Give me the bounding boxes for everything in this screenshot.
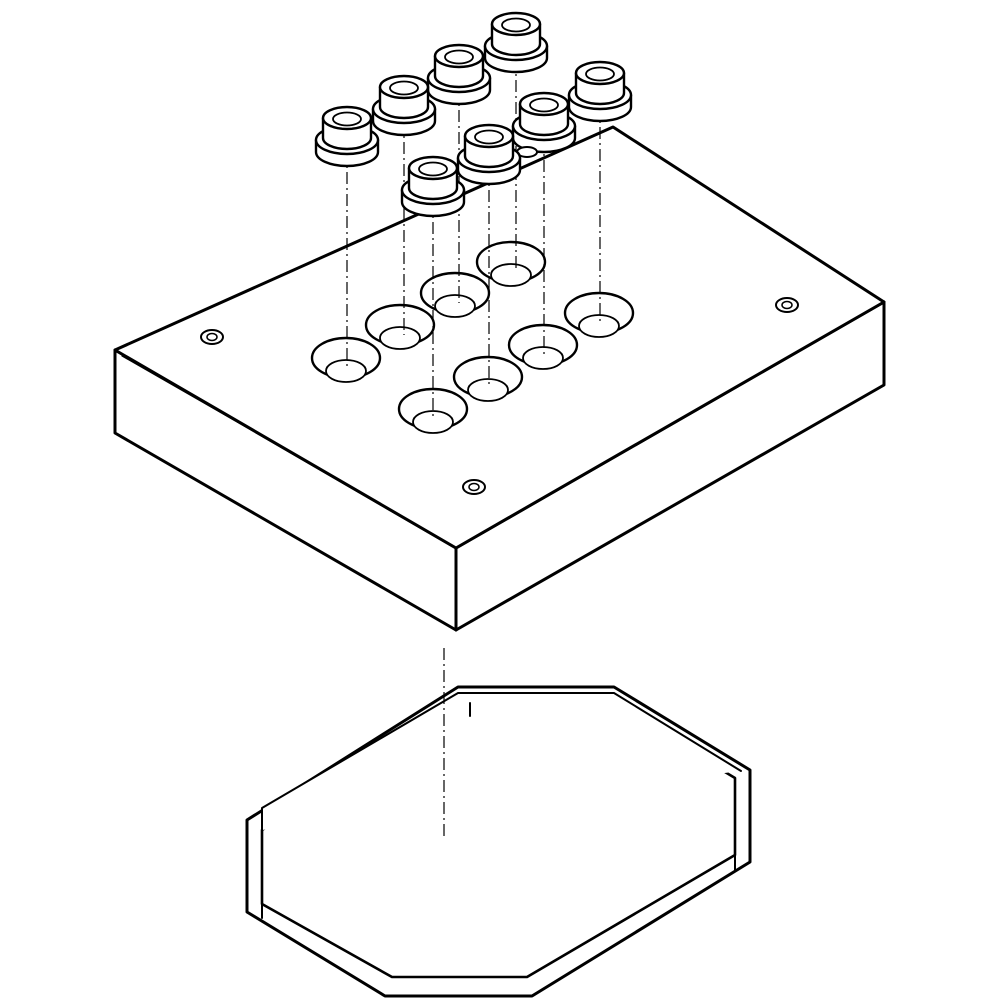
push-in-fitting [567, 60, 633, 123]
port-recess [452, 355, 524, 402]
port-recess [507, 323, 579, 370]
port-recess [419, 271, 491, 318]
mounting-hole [462, 479, 486, 495]
mounting-hole [200, 329, 224, 345]
port-recess [310, 336, 382, 383]
push-in-fitting [511, 91, 577, 154]
subbase-plate [113, 125, 886, 632]
mounting-hole [775, 297, 799, 313]
port-recess [475, 240, 547, 287]
push-in-fitting [400, 155, 466, 218]
push-in-fitting [483, 11, 549, 74]
push-in-fitting [314, 105, 380, 168]
push-in-fitting [371, 74, 437, 137]
push-in-fitting [426, 43, 492, 106]
port-recess [364, 303, 436, 350]
fitting-axis-lines [346, 58, 601, 419]
port-recess [563, 291, 635, 338]
seal-gasket [245, 685, 752, 998]
push-in-fitting [456, 123, 522, 186]
